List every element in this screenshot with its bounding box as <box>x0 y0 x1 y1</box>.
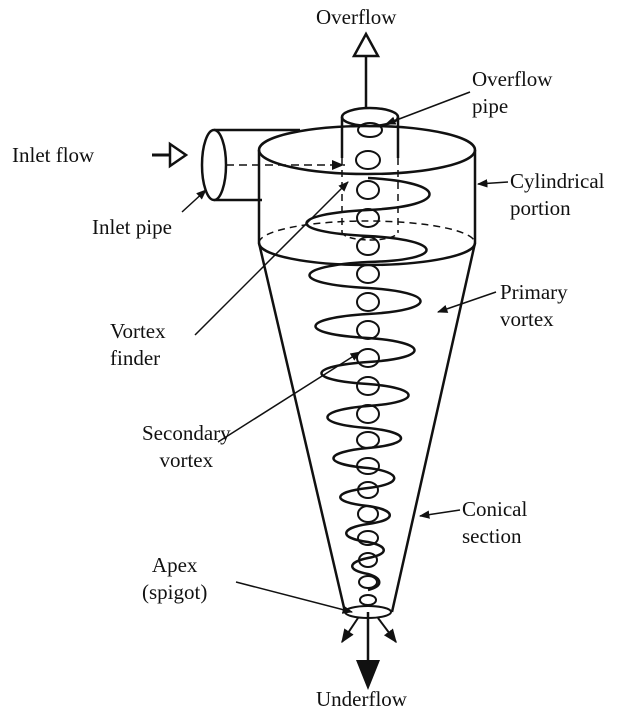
label-conical-section-line-2: section <box>462 523 527 550</box>
label-inlet-flow: Inlet flow <box>12 142 94 169</box>
inlet-pipe <box>202 130 345 200</box>
label-cylindrical-portion: Cylindrical portion <box>510 168 604 222</box>
label-primary-vortex: Primary vortex <box>500 279 568 333</box>
label-apex-line-2: (spigot) <box>142 579 207 606</box>
label-primary-vortex-line-1: Primary <box>500 279 568 306</box>
label-overflow-pipe-line-1: Overflow <box>472 66 552 93</box>
leader-apex <box>236 582 352 612</box>
label-overflow-pipe-line-2: pipe <box>472 93 552 120</box>
leader-primary-vortex <box>438 292 496 312</box>
label-overflow: Overflow <box>316 4 396 31</box>
label-secondary-vortex: Secondary vortex <box>142 420 231 474</box>
underflow-arrow <box>356 612 380 690</box>
inlet-flow-arrow <box>152 144 186 166</box>
label-apex: Apex (spigot) <box>142 552 207 606</box>
secondary-vortex-loops <box>356 123 382 605</box>
label-cylindrical-portion-line-1: Cylindrical <box>510 168 604 195</box>
leader-inlet-pipe <box>182 190 206 212</box>
label-conical-section-line-1: Conical <box>462 496 527 523</box>
leader-conical-section <box>420 510 460 516</box>
leader-cylindrical-portion <box>478 182 508 184</box>
overflow-arrow <box>354 34 378 112</box>
label-underflow: Underflow <box>316 686 407 713</box>
leader-vortex-finder <box>195 182 348 335</box>
cylindrical-portion <box>259 126 475 265</box>
leader-secondary-vortex <box>218 352 360 442</box>
label-primary-vortex-line-2: vortex <box>500 306 568 333</box>
label-inlet-pipe: Inlet pipe <box>92 214 172 241</box>
label-vortex-finder: Vortex finder <box>110 318 166 372</box>
label-apex-line-1: Apex <box>142 552 207 579</box>
label-conical-section: Conical section <box>462 496 527 550</box>
label-cylindrical-portion-line-2: portion <box>510 195 604 222</box>
conical-section <box>259 243 475 618</box>
label-secondary-vortex-line-1: Secondary <box>142 420 231 447</box>
label-overflow-pipe: Overflow pipe <box>472 66 552 120</box>
leader-overflow-pipe <box>386 92 470 124</box>
label-vortex-finder-line-1: Vortex <box>110 318 166 345</box>
label-vortex-finder-line-2: finder <box>110 345 166 372</box>
label-secondary-vortex-line-2: vortex <box>142 447 231 474</box>
